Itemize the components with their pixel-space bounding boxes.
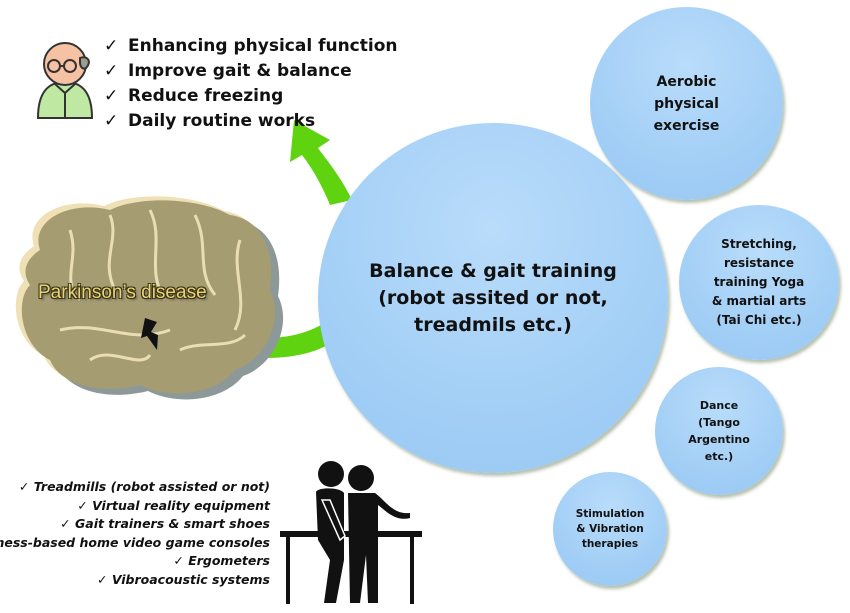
equipment-list: ✓ Treadmills (robot assisted or not) ✓ V…: [0, 478, 270, 590]
benefits-list: ✓Enhancing physical function ✓Improve ga…: [104, 34, 398, 134]
benefit-item: ✓Improve gait & balance: [104, 59, 398, 84]
check-icon: ✓: [77, 497, 88, 513]
equipment-item: ✓ Vibroacoustic systems: [96, 571, 270, 587]
check-icon: ✓: [104, 111, 119, 131]
check-icon: ✓: [173, 553, 184, 569]
equipment-item: ✓ Fitness-based home video game consoles: [0, 534, 270, 550]
equipment-item: ✓ Virtual reality equipment: [77, 497, 270, 513]
therapy-figures-icon: [280, 461, 422, 604]
main-circle-balance-gait: Balance & gait training(robot assited or…: [318, 123, 668, 473]
check-icon: ✓: [104, 86, 119, 106]
lightning-icon: [141, 318, 158, 350]
benefit-item: ✓Reduce freezing: [104, 84, 398, 109]
check-icon: ✓: [60, 516, 71, 532]
equipment-item: ✓ Gait trainers & smart shoes: [60, 516, 270, 532]
check-icon: ✓: [104, 36, 119, 56]
disease-label: Parkinson’s disease: [38, 282, 207, 303]
check-icon: ✓: [18, 479, 30, 494]
benefit-item: ✓Daily routine works: [104, 109, 398, 134]
brain-icon: [15, 196, 284, 400]
check-icon: ✓: [96, 571, 108, 587]
upper-curved-arrow: [290, 120, 352, 205]
equipment-item: ✓ Treadmills (robot assisted or not): [18, 479, 270, 494]
check-icon: ✓: [104, 61, 119, 81]
benefit-item: ✓Enhancing physical function: [104, 34, 398, 59]
equipment-item: ✓ Ergometers: [173, 553, 270, 569]
elderly-man-icon: [36, 42, 94, 119]
